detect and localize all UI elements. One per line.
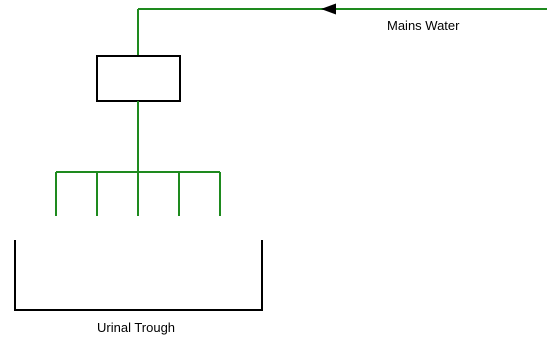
cistern-box: [96, 55, 181, 102]
spreader-manifold: [55, 171, 221, 216]
mains-water-line: [137, 3, 547, 56]
flow-arrow-icon: [321, 3, 336, 15]
mains-water-label: Mains Water: [387, 18, 460, 33]
urinal-trough-label: Urinal Trough: [97, 320, 175, 335]
urinal-trough: [14, 240, 263, 311]
